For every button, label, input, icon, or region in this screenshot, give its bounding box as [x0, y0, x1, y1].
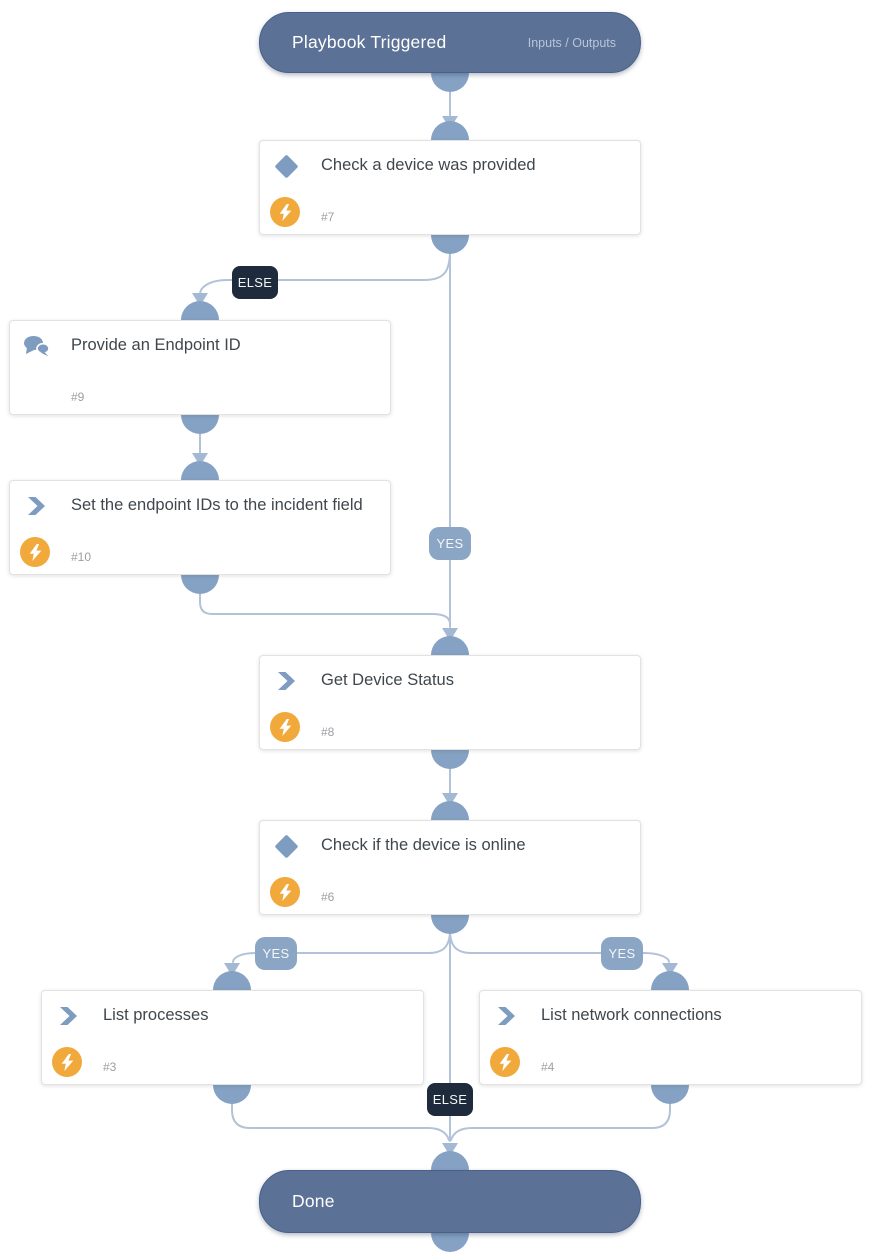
- condition-diamond-icon: [272, 832, 300, 860]
- edge-label-yes-right: YES: [601, 937, 643, 970]
- task-provide-endpoint-id[interactable]: Provide an Endpoint ID #9: [9, 320, 391, 415]
- start-node-playbook-triggered[interactable]: Playbook Triggered Inputs / Outputs: [259, 12, 641, 73]
- task-title: Set the endpoint IDs to the incident fie…: [71, 496, 363, 514]
- task-title: List processes: [103, 1006, 209, 1024]
- task-title: List network connections: [541, 1006, 722, 1024]
- automation-chevron-icon: [54, 1002, 82, 1030]
- arrow-into-set-endpoint: [192, 453, 208, 466]
- task-id: #6: [321, 890, 335, 904]
- task-id: #7: [321, 210, 335, 224]
- task-list-processes[interactable]: List processes #3: [41, 990, 424, 1085]
- automation-bolt-icon: [490, 1047, 520, 1077]
- automation-bolt-icon: [270, 877, 300, 907]
- task-list-network-connections[interactable]: List network connections #4: [479, 990, 862, 1085]
- automation-chevron-icon: [22, 492, 50, 520]
- arrow-into-provide-endpoint: [192, 293, 208, 306]
- task-get-device-status[interactable]: Get Device Status #8: [259, 655, 641, 750]
- automation-chevron-icon: [272, 667, 300, 695]
- arrow-into-get-status: [442, 628, 458, 641]
- start-node-title: Playbook Triggered: [292, 32, 447, 52]
- automation-bolt-icon: [20, 537, 50, 567]
- task-id: #8: [321, 725, 335, 739]
- task-check-device[interactable]: Check a device was provided #7: [259, 140, 641, 235]
- task-title: Check if the device is online: [321, 836, 526, 854]
- task-id: #3: [103, 1060, 117, 1074]
- edge-label-else-bottom: ELSE: [427, 1083, 473, 1116]
- edge-label-yes-main: YES: [429, 527, 471, 560]
- automation-chevron-icon: [492, 1002, 520, 1030]
- task-id: #4: [541, 1060, 555, 1074]
- task-set-endpoint-ids[interactable]: Set the endpoint IDs to the incident fie…: [9, 480, 391, 575]
- task-id: #10: [71, 550, 92, 564]
- edge-set-merge-to-getstatus: [199, 589, 451, 625]
- automation-bolt-icon: [52, 1047, 82, 1077]
- automation-bolt-icon: [270, 197, 300, 227]
- condition-diamond-icon: [272, 152, 300, 180]
- edge-label-yes-left: YES: [255, 937, 297, 970]
- end-node-done[interactable]: Done: [259, 1170, 641, 1233]
- task-title: Get Device Status: [321, 671, 454, 689]
- task-title: Check a device was provided: [321, 156, 536, 174]
- task-title: Provide an Endpoint ID: [71, 336, 241, 354]
- edge-checkonline-yes-left: [232, 929, 451, 963]
- arrow-into-done: [442, 1143, 458, 1156]
- end-node-title: Done: [292, 1191, 335, 1211]
- edge-listnetwork-to-done: [450, 1097, 671, 1141]
- task-id: #9: [71, 390, 85, 404]
- data-collection-chat-icon: [22, 332, 50, 360]
- arrow-into-check-online: [442, 793, 458, 806]
- edge-check-device-else: [199, 249, 451, 295]
- edge-listprocesses-to-done: [231, 1097, 450, 1141]
- arrow-into-list-processes: [224, 963, 240, 976]
- inputs-outputs-link[interactable]: Inputs / Outputs: [527, 35, 616, 50]
- automation-bolt-icon: [270, 712, 300, 742]
- edge-checkonline-yes-right: [449, 929, 670, 963]
- arrow-into-list-network: [662, 963, 678, 976]
- edge-label-else-top: ELSE: [232, 266, 278, 299]
- task-check-device-online[interactable]: Check if the device is online #6: [259, 820, 641, 915]
